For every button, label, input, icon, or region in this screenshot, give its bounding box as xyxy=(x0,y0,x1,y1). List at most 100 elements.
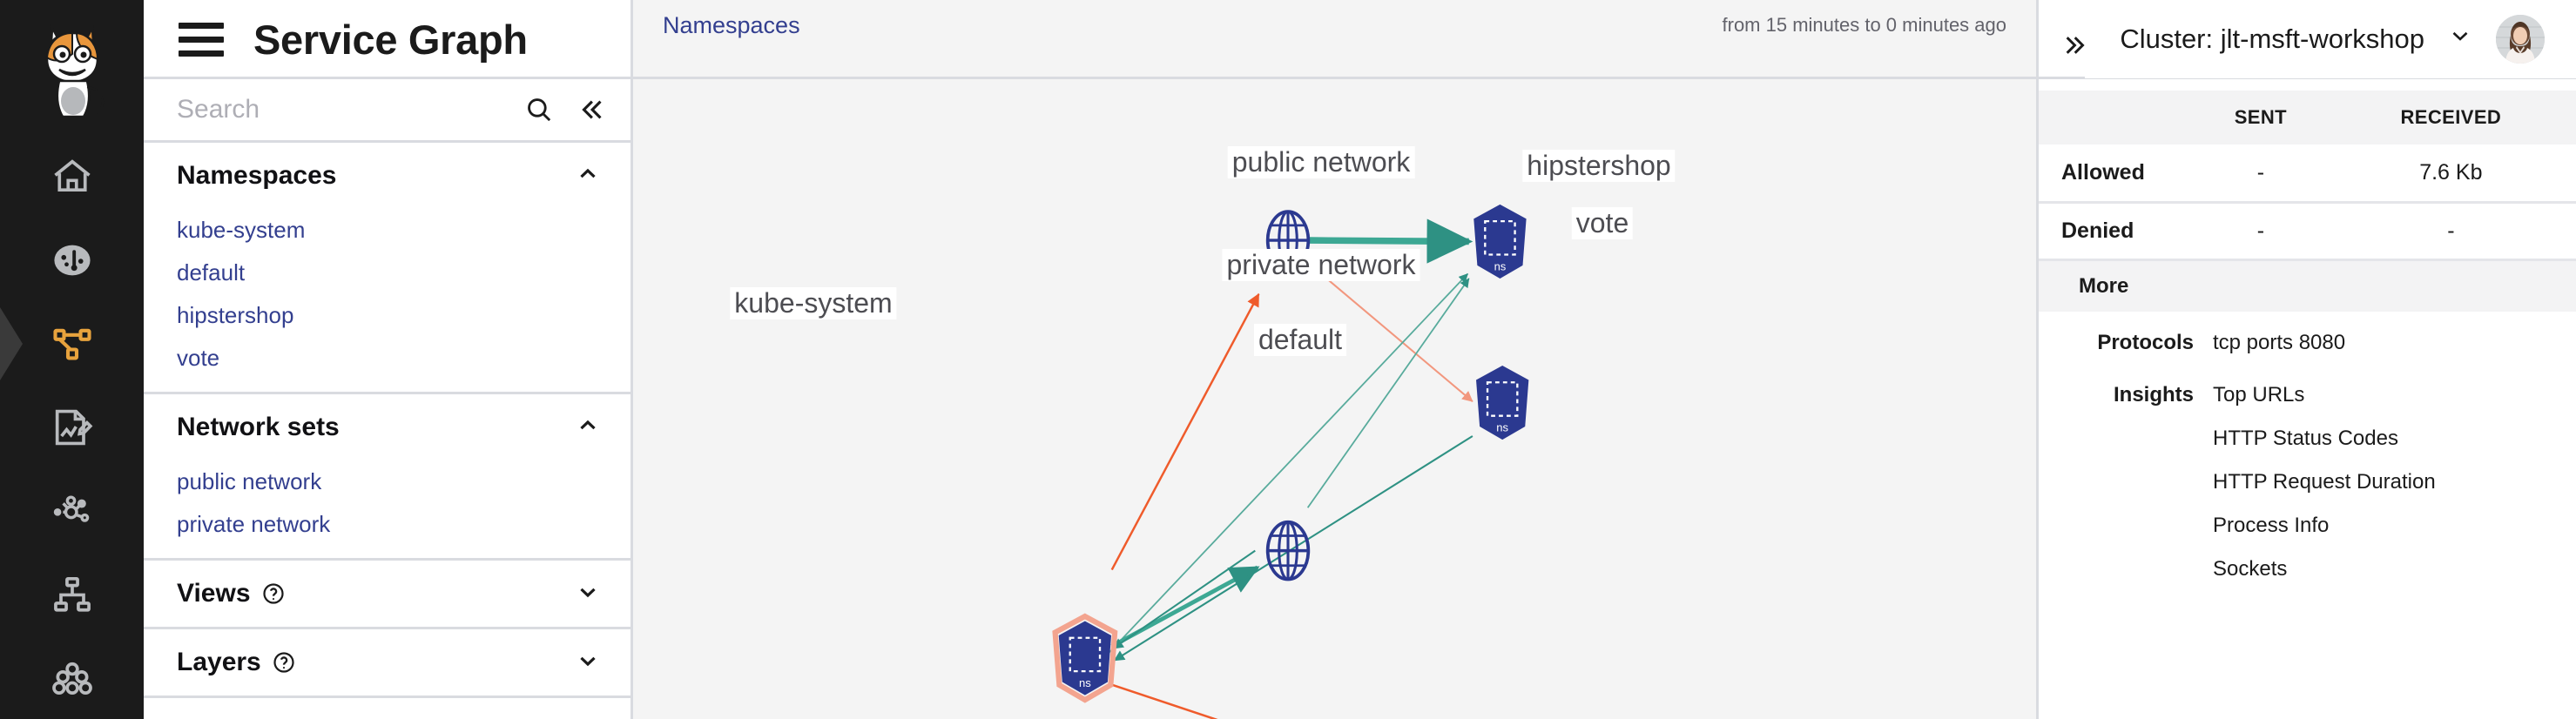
list-item[interactable]: hipstershop xyxy=(177,302,294,328)
expand-panel-icon[interactable] xyxy=(2061,31,2089,59)
more-section-header[interactable]: More xyxy=(2039,260,2576,312)
graph-node-label-default[interactable]: default xyxy=(1253,324,1347,356)
graph-edges xyxy=(1109,218,1473,719)
list-item[interactable]: kube-system xyxy=(177,217,306,243)
search-icon[interactable] xyxy=(524,95,554,124)
sidebar-item-service-graph[interactable] xyxy=(0,302,144,386)
edge-public-network-hipstershop[interactable] xyxy=(1308,218,1473,264)
section-label: Views xyxy=(177,579,251,608)
node-badge: ns xyxy=(1494,259,1507,272)
section-header-namespaces[interactable]: Namespaces xyxy=(144,143,631,209)
rail-nav-list xyxy=(0,135,144,719)
sidebar-section-network-sets: Network sets public network private netw… xyxy=(144,394,631,561)
list-item[interactable]: public network xyxy=(177,468,322,494)
edge-kube-system-public-network[interactable] xyxy=(1110,292,1260,571)
avatar[interactable] xyxy=(2496,15,2545,64)
graph-toolbar: Namespaces from 15 minutes to 0 minutes … xyxy=(633,0,2036,50)
details-panel: public network » hipstershop SENT RECEIV… xyxy=(2036,0,2576,719)
time-range-label[interactable]: from 15 minutes to 0 minutes ago xyxy=(1722,14,2007,36)
graph-node-vote[interactable]: ns xyxy=(1476,366,1529,440)
protocols-value: tcp ports 8080 xyxy=(2213,330,2346,354)
table-header-row: SENT RECEIVED xyxy=(2039,91,2576,144)
icon-rail xyxy=(0,0,144,719)
top-right-header: Cluster: jlt-msft-workshop xyxy=(2085,0,2576,78)
cell-denied-received: - xyxy=(2325,202,2576,261)
insights-list: Top URLs HTTP Status Codes HTTP Request … xyxy=(2213,383,2436,601)
edge-vote-kube-system[interactable] xyxy=(1113,435,1473,662)
app-logo[interactable] xyxy=(0,0,144,135)
sidebar-item-policies[interactable] xyxy=(0,386,144,469)
list-item[interactable]: default xyxy=(177,259,246,286)
search-input[interactable] xyxy=(177,94,516,124)
cell-allowed-received: 7.6 Kb xyxy=(2325,144,2576,204)
section-header-layers[interactable]: Layers xyxy=(144,629,631,695)
column-header-received: RECEIVED xyxy=(2325,91,2576,144)
node-badge: ns xyxy=(1079,676,1091,689)
insight-item-process-info[interactable]: Process Info xyxy=(2213,513,2330,537)
help-circle-icon[interactable] xyxy=(272,650,296,675)
insight-item-sockets[interactable]: Sockets xyxy=(2213,556,2288,581)
insight-item-top-urls[interactable]: Top URLs xyxy=(2213,382,2305,407)
sidebar-item-network[interactable] xyxy=(0,469,144,553)
sidebar-item-nodes[interactable] xyxy=(0,636,144,719)
sidebar-item-hierarchy[interactable] xyxy=(0,553,144,636)
cluster-selector[interactable]: Cluster: jlt-msft-workshop xyxy=(2120,23,2473,56)
graph-node-label-private-network[interactable]: private network xyxy=(1222,249,1420,281)
document-edit-icon xyxy=(55,409,92,446)
cluster-nodes-icon xyxy=(51,662,92,695)
node-badge: ns xyxy=(1496,420,1508,433)
network-set-list: public network private network xyxy=(144,460,631,558)
graph-node-label-kube-system[interactable]: kube-system xyxy=(730,287,897,319)
collapse-panel-icon[interactable] xyxy=(577,95,606,124)
edge-public-network-vote[interactable] xyxy=(1305,259,1473,402)
hamburger-menu-icon[interactable] xyxy=(179,22,224,57)
chevrons-left-icon xyxy=(582,100,602,118)
help-circle-icon[interactable] xyxy=(261,581,286,606)
edge-kube-system-hipstershop[interactable] xyxy=(1109,272,1469,653)
chevron-up-icon[interactable] xyxy=(575,161,601,192)
chevron-down-icon[interactable] xyxy=(575,579,601,609)
graph-node-label-hipstershop[interactable]: hipstershop xyxy=(1522,150,1676,182)
app-header: Service Graph xyxy=(144,0,631,78)
sidebar-item-dashboard[interactable] xyxy=(0,218,144,302)
insights-row: Insights Top URLs HTTP Status Codes HTTP… xyxy=(2039,374,2576,601)
list-item[interactable]: private network xyxy=(177,511,331,537)
graph-node-private-network[interactable] xyxy=(1265,520,1311,581)
section-label: Network sets xyxy=(177,413,340,441)
page-title: Service Graph xyxy=(253,16,528,63)
graph-node-hipstershop[interactable]: ns xyxy=(1473,204,1527,279)
chevrons-right-icon xyxy=(2066,37,2085,54)
section-header-views[interactable]: Views xyxy=(144,561,631,627)
edge-private-network-kube-system[interactable] xyxy=(1112,549,1256,649)
column-header-blank xyxy=(2039,91,2195,144)
table-row: Allowed - 7.6 Kb xyxy=(2039,144,2576,204)
chevron-up-icon[interactable] xyxy=(575,413,601,443)
hierarchy-icon xyxy=(53,576,91,612)
insight-item-http-request-duration[interactable]: HTTP Request Duration xyxy=(2213,469,2436,494)
chevron-down-icon[interactable] xyxy=(575,648,601,678)
edge-kube-system-default[interactable] xyxy=(1109,683,1379,719)
cat-logo-icon xyxy=(45,24,104,118)
sidebar-section-layers: Layers xyxy=(144,629,631,698)
home-icon xyxy=(53,159,91,192)
graph-node-kube-system[interactable]: ns xyxy=(1052,613,1118,703)
row-label-allowed: Allowed xyxy=(2039,144,2195,204)
sidebar-section-views: Views xyxy=(144,561,631,629)
edge-private-network-hipstershop[interactable] xyxy=(1306,278,1470,508)
sidebar-item-home[interactable] xyxy=(0,135,144,218)
search-row xyxy=(144,78,631,143)
graph-node-label-vote[interactable]: vote xyxy=(1571,207,1634,239)
list-item[interactable]: vote xyxy=(177,345,220,371)
section-header-network-sets[interactable]: Network sets xyxy=(144,394,631,460)
section-label: Layers xyxy=(177,648,261,676)
header-divider xyxy=(144,77,2576,79)
protocols-label: Protocols xyxy=(2097,330,2194,354)
insights-label: Insights xyxy=(2113,382,2194,407)
graph-node-label-public-network[interactable]: public network xyxy=(1227,146,1415,178)
graph-canvas[interactable]: ns ns ns xyxy=(633,50,2036,719)
insight-item-http-status-codes[interactable]: HTTP Status Codes xyxy=(2213,426,2398,450)
breadcrumb[interactable]: Namespaces xyxy=(663,11,800,38)
chevron-down-icon[interactable] xyxy=(2447,23,2473,56)
cluster-label: Cluster: jlt-msft-workshop xyxy=(2120,24,2424,54)
sidebar-section-namespaces: Namespaces kube-system default hipstersh… xyxy=(144,143,631,394)
